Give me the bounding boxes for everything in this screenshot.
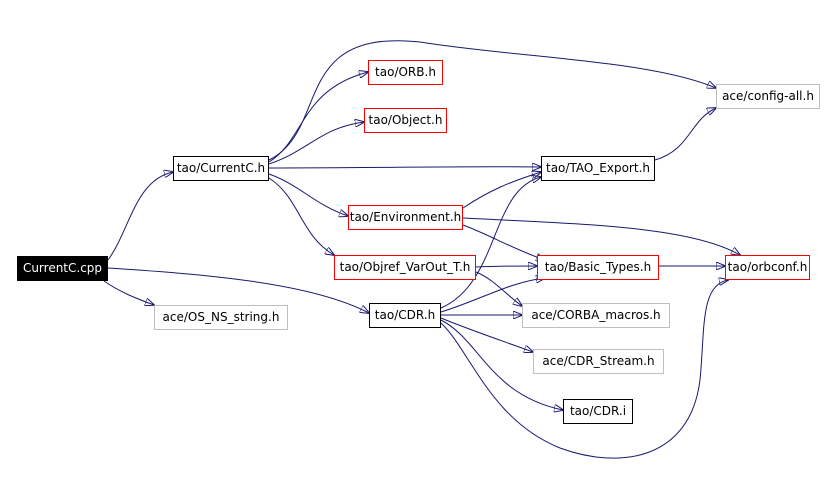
- node-tao-objref-varout-t-h[interactable]: tao/Objref_VarOut_T.h: [334, 255, 476, 280]
- edge-cdr-h-to-orbconf: [440, 280, 728, 459]
- node-tao-currentc-h[interactable]: tao/CurrentC.h: [173, 156, 269, 181]
- edge-currentc-h-to-config-all: [268, 40, 716, 161]
- node-tao-cdr-i[interactable]: tao/CDR.i: [563, 399, 633, 424]
- node-ace-os-ns-string-h[interactable]: ace/OS_NS_string.h: [154, 305, 288, 330]
- edge-environment-h-to-orbconf: [462, 217, 740, 255]
- edge-currentc-cpp-to-os-ns-string: [103, 280, 154, 305]
- node-tao-basic-types-h[interactable]: tao/Basic_Types.h: [537, 255, 659, 280]
- edge-currentc-h-to-tao-export: [268, 167, 541, 168]
- node-currentc-cpp[interactable]: CurrentC.cpp: [17, 256, 108, 281]
- node-ace-corba-macros-h[interactable]: ace/CORBA_macros.h: [522, 303, 670, 328]
- edge-currentc-cpp-to-cdr-h: [107, 267, 369, 313]
- node-ace-config-all-h[interactable]: ace/config-all.h: [716, 84, 820, 109]
- edge-currentc-h-to-orb-h: [268, 72, 368, 163]
- edge-currentc-h-to-objref-varout: [268, 177, 334, 255]
- node-tao-cdr-h[interactable]: tao/CDR.h: [369, 303, 441, 328]
- edge-tao-export-to-config-all: [654, 108, 716, 161]
- edge-cdr-h-to-basic-types: [440, 278, 545, 313]
- edge-objref-varout-to-basic-types: [475, 266, 537, 267]
- node-tao-environment-h[interactable]: tao/Environment.h: [348, 205, 463, 230]
- node-tao-orbconf-h[interactable]: tao/orbconf.h: [725, 255, 810, 280]
- edge-cdr-h-to-tao-export: [440, 177, 541, 309]
- node-tao-tao-export-h[interactable]: tao/TAO_Export.h: [541, 156, 655, 181]
- edge-currentc-h-to-object-h: [268, 122, 364, 165]
- edge-environment-h-to-tao-export: [462, 172, 541, 209]
- edge-cdr-h-to-cdr-i: [440, 319, 563, 410]
- edge-environment-h-to-basic-types: [462, 224, 545, 260]
- edge-currentc-cpp-to-currentc-h: [107, 172, 173, 261]
- node-tao-object-h[interactable]: tao/Object.h: [364, 108, 447, 133]
- edge-cdr-h-to-cdr-stream: [440, 317, 533, 352]
- edge-currentc-h-to-environment-h: [268, 173, 348, 216]
- node-ace-cdr-stream-h[interactable]: ace/CDR_Stream.h: [533, 349, 664, 374]
- edge-objref-varout-to-corba-macros: [475, 271, 522, 306]
- node-tao-orb-h[interactable]: tao/ORB.h: [368, 60, 443, 85]
